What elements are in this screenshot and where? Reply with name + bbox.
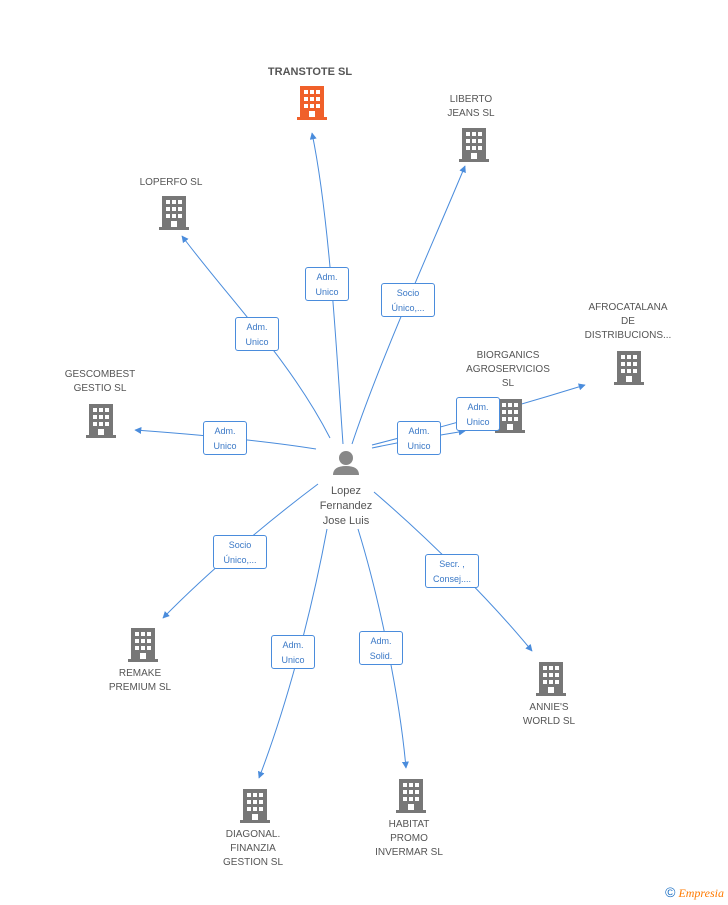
- brand-name: Empresia: [678, 886, 724, 900]
- company-label-line: DISTRIBUCIONS...: [584, 330, 672, 341]
- building-icon[interactable]: [614, 351, 644, 385]
- relation-label-line: Unico: [245, 337, 269, 347]
- company-label-habitat[interactable]: HABITAT PROMO INVERMAR SL: [375, 818, 443, 860]
- company-label-line: ANNIE'S: [529, 702, 569, 713]
- company-label-line: LOPERFO SL: [139, 177, 203, 188]
- relation-label-diagonal[interactable]: Adm. Unico: [271, 635, 315, 669]
- company-label-line: BIORGANICS: [476, 350, 540, 361]
- company-label-line: GESTION SL: [222, 857, 284, 868]
- building-icon[interactable]: [536, 662, 566, 696]
- company-label-transtote[interactable]: TRANSTOTE SL: [268, 65, 352, 79]
- person-icon[interactable]: [333, 451, 359, 475]
- company-label-line: LIBERTO: [449, 94, 493, 105]
- relation-label-line: Socio: [228, 540, 252, 550]
- company-label-line: FINANZIA: [230, 843, 276, 854]
- company-label-line: DE: [621, 316, 635, 327]
- relation-label-line: Socio: [396, 288, 420, 298]
- relation-label-line: Adm.: [214, 426, 236, 436]
- relation-label-transtote[interactable]: Adm. Unico: [305, 267, 349, 301]
- building-icon[interactable]: [396, 779, 426, 813]
- relation-label-line: Adm.: [316, 272, 338, 282]
- relation-label-line: Adm.: [408, 426, 430, 436]
- company-label-line: PREMIUM SL: [108, 682, 172, 693]
- relation-label-line: Solid.: [369, 651, 393, 661]
- person-name-line: Jose Luis: [322, 515, 370, 527]
- company-label-gescombest[interactable]: GESCOMBEST GESTIO SL: [65, 368, 136, 396]
- company-label-line: HABITAT: [388, 819, 430, 830]
- building-icon[interactable]: [159, 196, 189, 230]
- company-label-line: PROMO: [390, 833, 428, 844]
- copyright-icon: ©: [665, 884, 676, 900]
- relation-label-line: Unico: [407, 441, 431, 451]
- relation-label-line: Secr. ,: [439, 559, 465, 569]
- company-label-line: DIAGONAL.: [225, 829, 281, 840]
- company-label-line: INVERMAR SL: [375, 847, 443, 858]
- relation-label-line: Unico: [281, 655, 305, 665]
- company-label-line: SL: [501, 378, 515, 389]
- person-name-line: Fernandez: [319, 500, 373, 512]
- company-label-afrocatalana[interactable]: AFROCATALANA DE DISTRIBUCIONS...: [585, 301, 672, 343]
- relation-label-line: Único,...: [223, 555, 257, 565]
- company-label-line: JEANS SL: [447, 108, 495, 119]
- relation-label-line: Adm.: [246, 322, 268, 332]
- relation-label-line: Unico: [315, 287, 339, 297]
- relation-label-afrocatalana[interactable]: Adm. Unico: [456, 397, 500, 431]
- company-label-biorganics[interactable]: BIORGANICS AGROSERVICIOS SL: [466, 349, 550, 391]
- relation-label-line: Adm.: [282, 640, 304, 650]
- relation-label-biorganics[interactable]: Adm. Unico: [397, 421, 441, 455]
- relation-label-annies[interactable]: Secr. , Consej....: [425, 554, 479, 588]
- relation-label-loperfo[interactable]: Adm. Unico: [235, 317, 279, 351]
- building-icon[interactable]: [240, 789, 270, 823]
- company-label-loperfo[interactable]: LOPERFO SL: [140, 176, 203, 190]
- building-icon[interactable]: [297, 86, 327, 120]
- company-label-annies[interactable]: ANNIE'S WORLD SL: [523, 701, 575, 729]
- company-label-liberto[interactable]: LIBERTO JEANS SL: [447, 93, 494, 121]
- building-icon[interactable]: [86, 404, 116, 438]
- company-label-remake[interactable]: REMAKE PREMIUM SL: [109, 667, 171, 695]
- person-name[interactable]: Lopez Fernandez Jose Luis: [320, 484, 373, 529]
- company-label-line: TRANSTOTE SL: [267, 66, 353, 78]
- relation-label-line: Consej....: [432, 574, 472, 584]
- company-label-line: AGROSERVICIOS: [466, 364, 550, 375]
- relation-label-line: Adm.: [370, 636, 392, 646]
- company-label-line: AFROCATALANA: [588, 302, 668, 313]
- company-label-line: WORLD SL: [522, 716, 576, 727]
- building-icon[interactable]: [128, 628, 158, 662]
- company-label-diagonal[interactable]: DIAGONAL. FINANZIA GESTION SL: [223, 828, 283, 870]
- company-label-line: REMAKE: [118, 668, 162, 679]
- person-name-line: Lopez: [331, 485, 361, 497]
- relation-label-line: Unico: [213, 441, 237, 451]
- brand-logo: ©Empresia: [665, 884, 724, 901]
- company-label-line: GESCOMBEST: [64, 369, 136, 380]
- relation-label-line: Único,...: [391, 303, 425, 313]
- company-label-line: GESTIO SL: [73, 383, 127, 394]
- relation-label-line: Unico: [466, 417, 490, 427]
- relation-label-gescombest[interactable]: Adm. Unico: [203, 421, 247, 455]
- building-icon[interactable]: [459, 128, 489, 162]
- relation-label-habitat[interactable]: Adm. Solid.: [359, 631, 403, 665]
- relation-label-line: Adm.: [467, 402, 489, 412]
